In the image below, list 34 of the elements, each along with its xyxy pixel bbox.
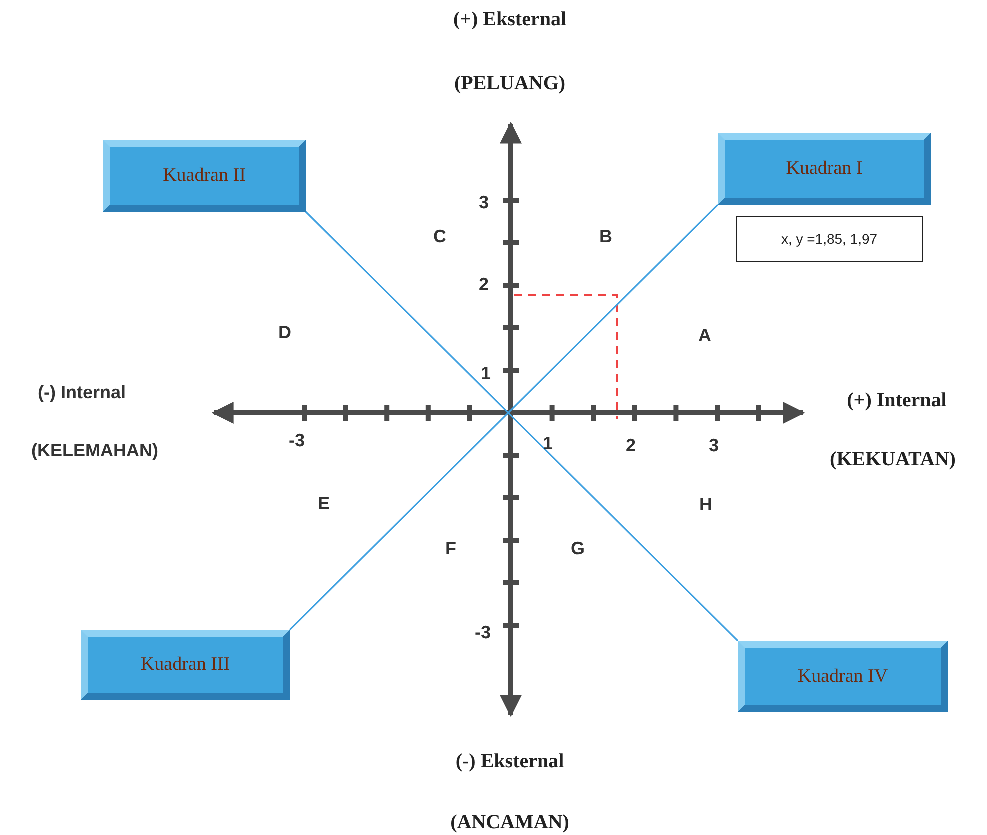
quadrant-box: [103, 140, 306, 212]
region-letter: D: [278, 322, 292, 344]
quadrant-box: [81, 630, 290, 700]
axis-title: (KELEMAHAN): [32, 440, 158, 462]
region-letter: H: [700, 494, 712, 516]
quadrant-box: [738, 641, 948, 712]
region-letter: E: [318, 494, 330, 514]
coordinate-box: [736, 216, 923, 262]
tick-label: -3: [475, 622, 491, 644]
axis-title: (+) Eksternal: [453, 8, 567, 32]
quadrant-title: Kuadran IV: [798, 666, 888, 688]
coordinate-text: x, y =1,85, 1,97: [781, 231, 878, 247]
region-letter: C: [434, 226, 446, 248]
quadrant-title: Kuadran III: [140, 654, 230, 676]
region-letter: A: [698, 326, 712, 346]
axis-title: (ANCAMAN): [450, 812, 570, 834]
region-letter: F: [446, 538, 456, 560]
axis-title: (-) Eksternal: [456, 750, 564, 774]
axis-title: (PELUANG): [454, 72, 566, 96]
quadrant-title: Kuadran I: [786, 158, 863, 180]
tick-label: 2: [626, 436, 636, 456]
tick-label: 3: [479, 192, 489, 214]
region-letter: B: [600, 226, 612, 248]
tick-label: 1: [481, 364, 491, 384]
tick-label: 3: [709, 436, 719, 456]
tick-label: 1: [543, 434, 553, 454]
tick-label: 2: [479, 274, 489, 296]
quadrant-box: [718, 133, 931, 205]
tick-label: -3: [289, 430, 305, 452]
axis-title: (+) Internal: [847, 390, 947, 412]
axis-title: (KEKUATAN): [830, 448, 956, 472]
axis-title: (-) Internal: [38, 382, 126, 404]
quadrant-title: Kuadran II: [163, 165, 246, 187]
region-letter: G: [571, 538, 585, 560]
